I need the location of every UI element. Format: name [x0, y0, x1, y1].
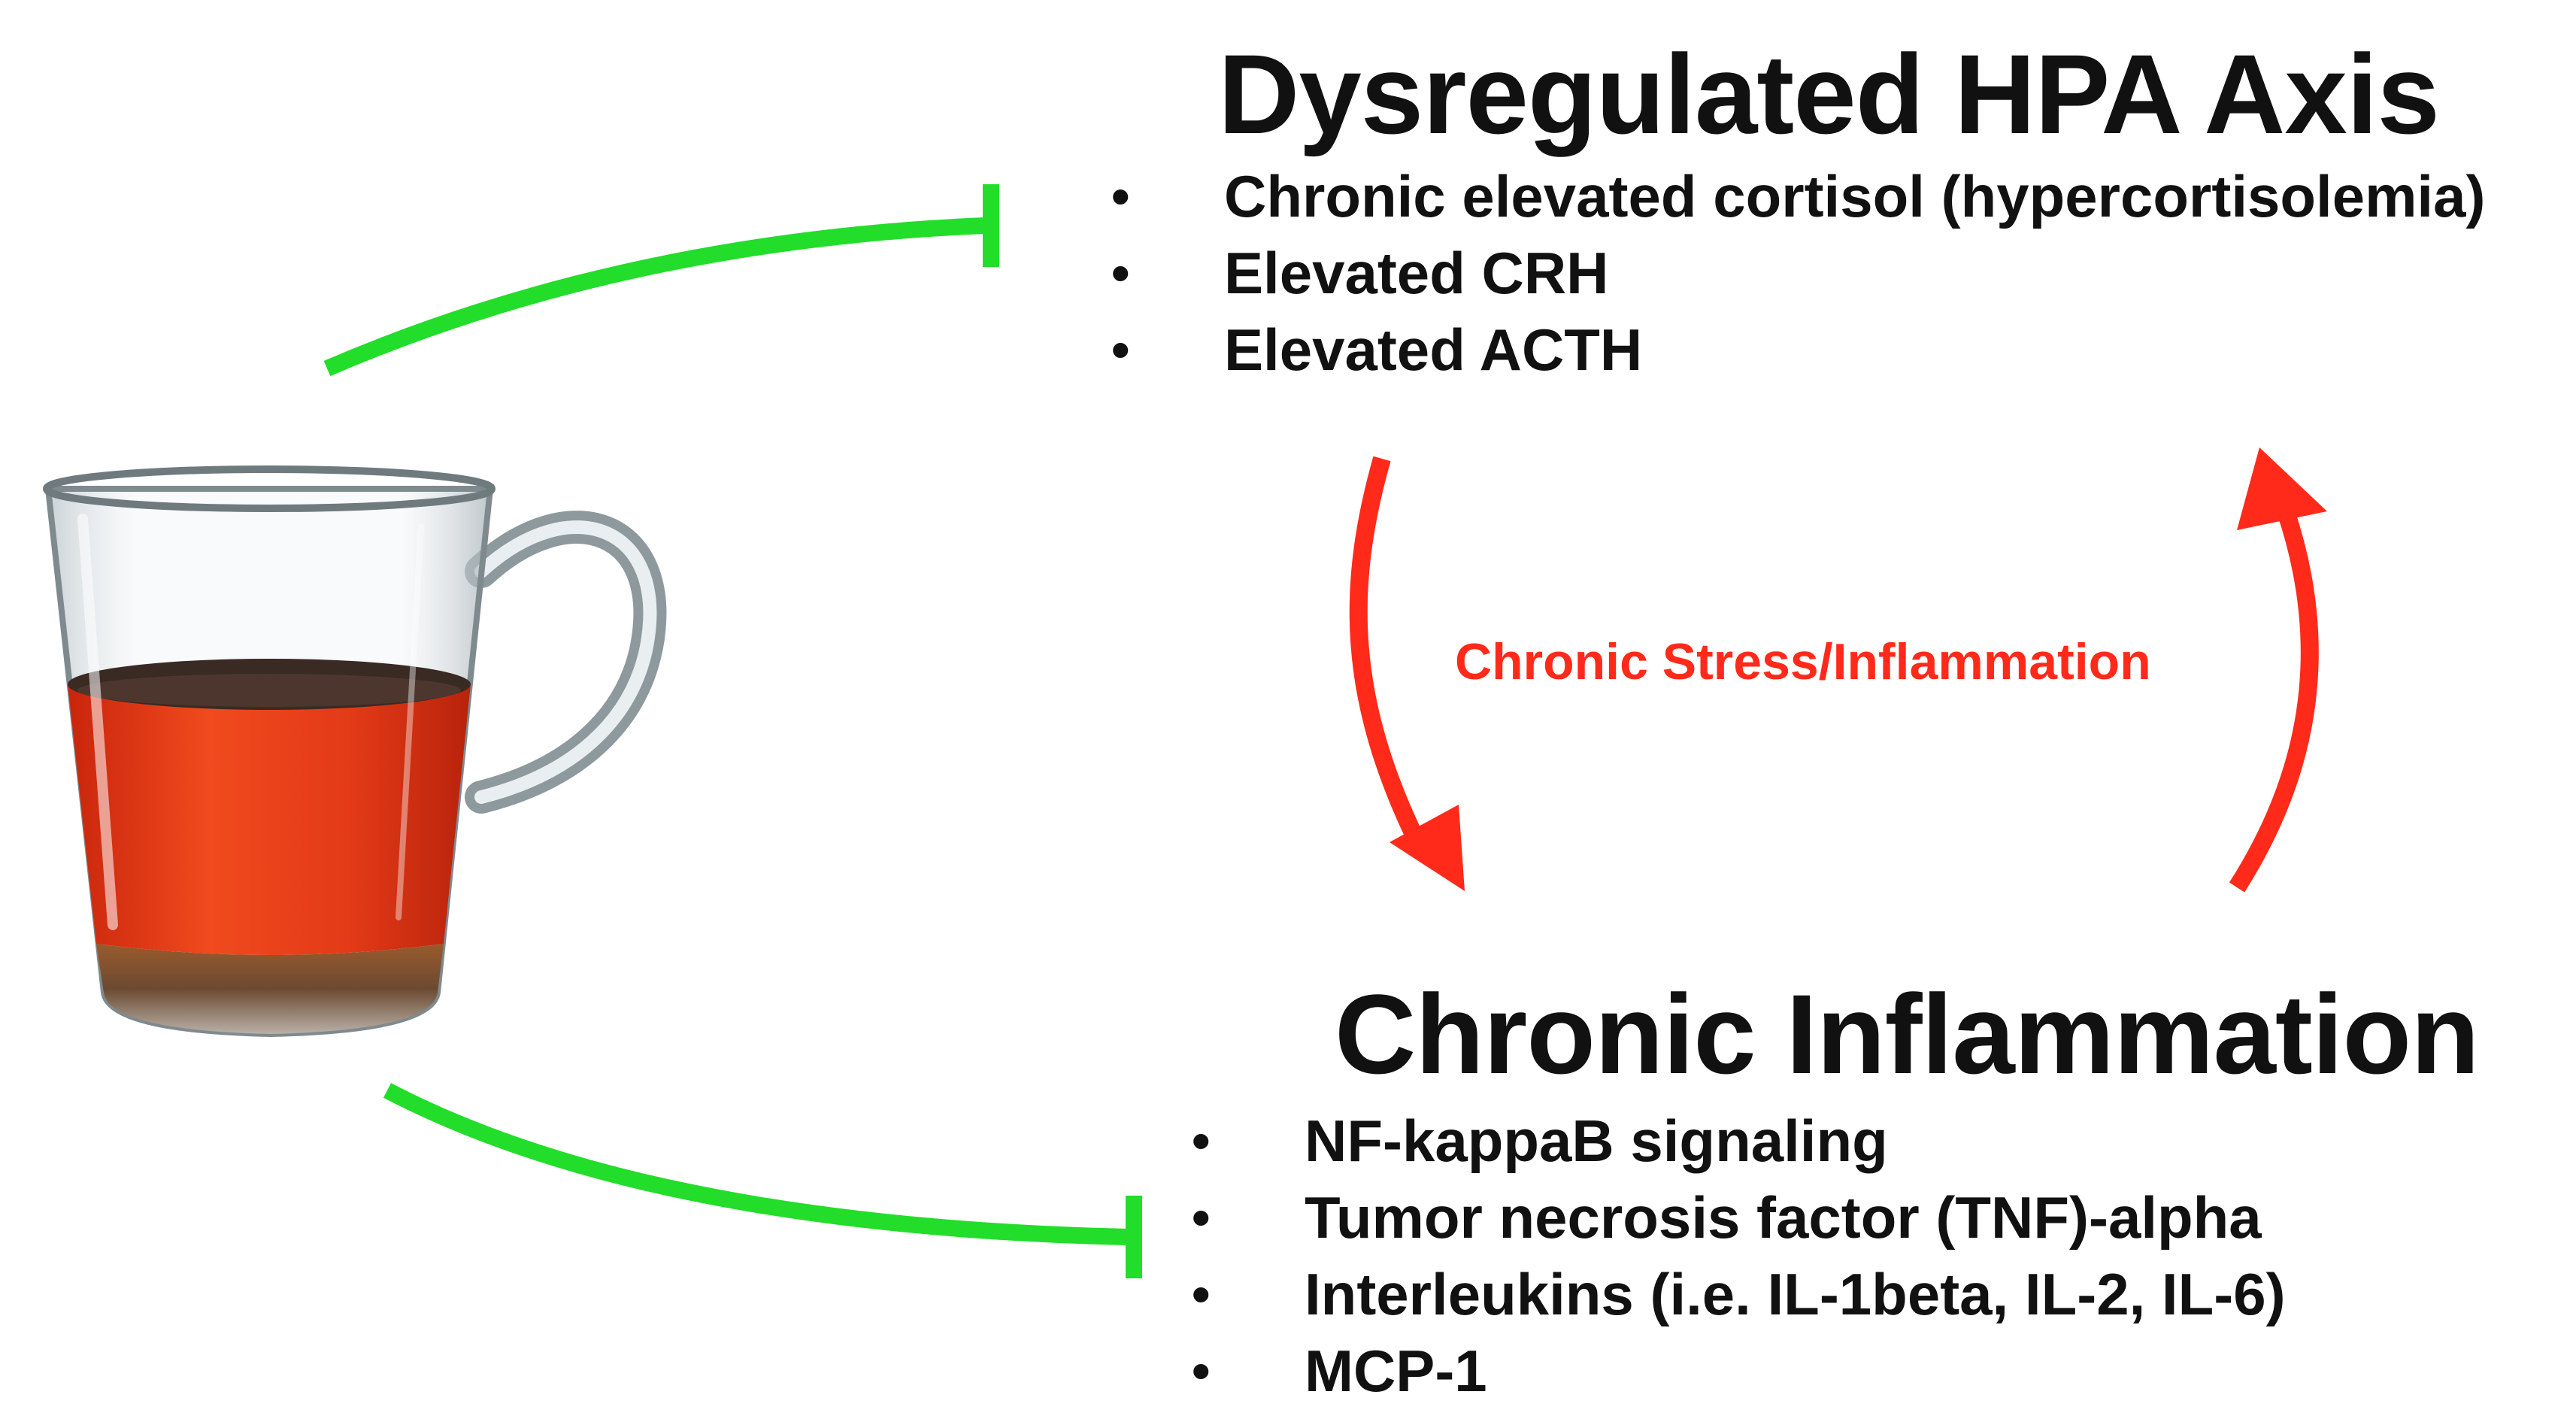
bullet-icon: • [1111, 167, 1130, 226]
hpa-axis-list: •Chronic elevated cortisol (hypercortiso… [1111, 158, 2485, 388]
inhibition-line-hpa [323, 217, 986, 377]
bullet-icon: • [1111, 320, 1130, 379]
list-item: •Tumor necrosis factor (TNF)-alpha [1192, 1179, 2286, 1256]
cycle-label: Chronic Stress/Inflammation [1455, 633, 2151, 690]
bullet-icon: • [1192, 1188, 1211, 1247]
cycle-arrowhead-down [1390, 805, 1465, 891]
inhibition-arrow-icon [323, 184, 1142, 1278]
inflammation-title: Chronic Inflammation [1335, 971, 2480, 1097]
list-item: •NF-kappaB signaling [1192, 1102, 2286, 1179]
list-item: •Interleukins (i.e. IL-1beta, IL-2, IL-6… [1192, 1256, 2286, 1332]
tea-cup-icon [43, 465, 667, 1038]
list-item: •MCP-1 [1192, 1332, 2286, 1409]
cycle-arrow-icon [1349, 447, 2327, 893]
cycle-arrowhead-up [2237, 447, 2327, 530]
list-item: •Chronic elevated cortisol (hypercortiso… [1111, 158, 2485, 235]
bullet-icon: • [1192, 1111, 1211, 1170]
bullet-icon: • [1192, 1265, 1211, 1323]
list-item: •Elevated ACTH [1111, 311, 2485, 388]
bullet-icon: • [1192, 1342, 1211, 1400]
list-item: •Elevated CRH [1111, 235, 2485, 311]
inflammation-list: •NF-kappaB signaling •Tumor necrosis fac… [1192, 1102, 2286, 1409]
bullet-icon: • [1111, 244, 1130, 302]
cycle-arrow-down [1349, 456, 1429, 854]
cycle-arrow-up [2229, 508, 2319, 893]
hpa-axis-title: Dysregulated HPA Axis [1218, 31, 2440, 157]
inhibition-line-inflammation [383, 1083, 1129, 1245]
